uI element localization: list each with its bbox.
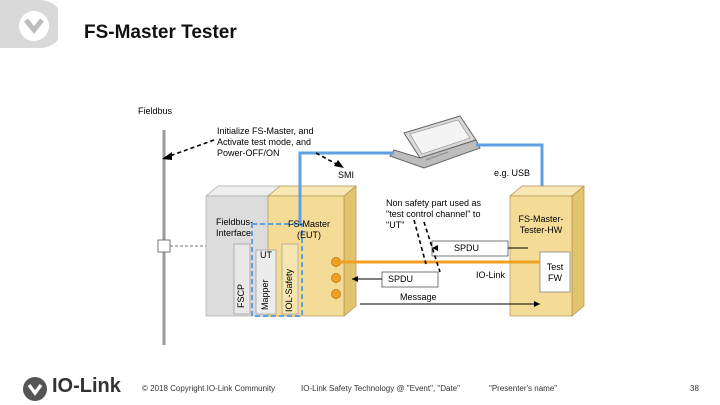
message-arrowhead [534,301,540,307]
tester-hw-label: FS-Master- Tester-HW [518,214,564,235]
corner-logo-icon [0,0,58,48]
smi-cable [298,151,394,226]
port-led-1 [331,257,341,267]
fieldbus-interface-label: Fieldbus- Interface [216,217,254,238]
spdu-bottom-label: SPDU [388,274,414,284]
test-fw-box [539,251,571,293]
io-link-logo-icon [23,377,47,401]
ut-outline [251,223,303,317]
spdu-top-arrowhead [432,245,438,251]
usb-cable [476,143,544,186]
fs-master-side [343,185,357,317]
fs-master-top [267,185,357,197]
port-led-2 [331,273,341,283]
init-to-fieldbus-arrow [163,139,215,159]
message-label: Message [400,292,437,302]
smi-label: SMI [338,170,355,180]
mapper-column [255,249,277,315]
laptop-icon [389,115,481,169]
test-fw-label: Test FW [546,262,564,283]
fscp-column [233,243,251,315]
ut-label: UT [260,250,272,260]
footer-presenter: "Presenter's name" [489,384,558,393]
initialize-note: Initialize FS-Master, and Activate test … [217,126,314,158]
footer-event: IO-Link Safety Technology @ "Event", "Da… [301,384,460,393]
usb-label: e.g. USB [494,168,531,178]
footer-copyright: © 2018 Copyright IO-Link Community [142,384,276,393]
fieldbus-connector [157,239,171,253]
iol-safety-column [281,243,299,315]
footer-logo: IO-Link [22,374,142,404]
note-arrow-1 [413,219,427,265]
spdu-top-label: SPDU [454,243,480,253]
page-title: FS-Master Tester [84,22,237,43]
non-safety-note: Non safety part used as "test control ch… [386,198,482,230]
page-number: 38 [690,384,699,393]
note-arrow-2 [423,221,441,273]
fscp-label: FSCP [236,283,246,308]
iolink-label: IO-Link [476,270,506,280]
port-led-3 [331,289,341,299]
tester-hw-top [509,185,585,197]
tester-hw-side [571,185,585,317]
io-link-logo-text: IO-Link [52,375,121,397]
iol-safety-label: IOL-Safety [284,268,294,312]
mapper-label: Mapper [260,279,270,310]
fieldbus-label: Fieldbus [138,106,173,116]
fs-master-box [267,195,345,317]
spdu-bottom-arrowhead [352,276,358,282]
fs-master-label: FS-Master (EUT) [287,219,330,240]
